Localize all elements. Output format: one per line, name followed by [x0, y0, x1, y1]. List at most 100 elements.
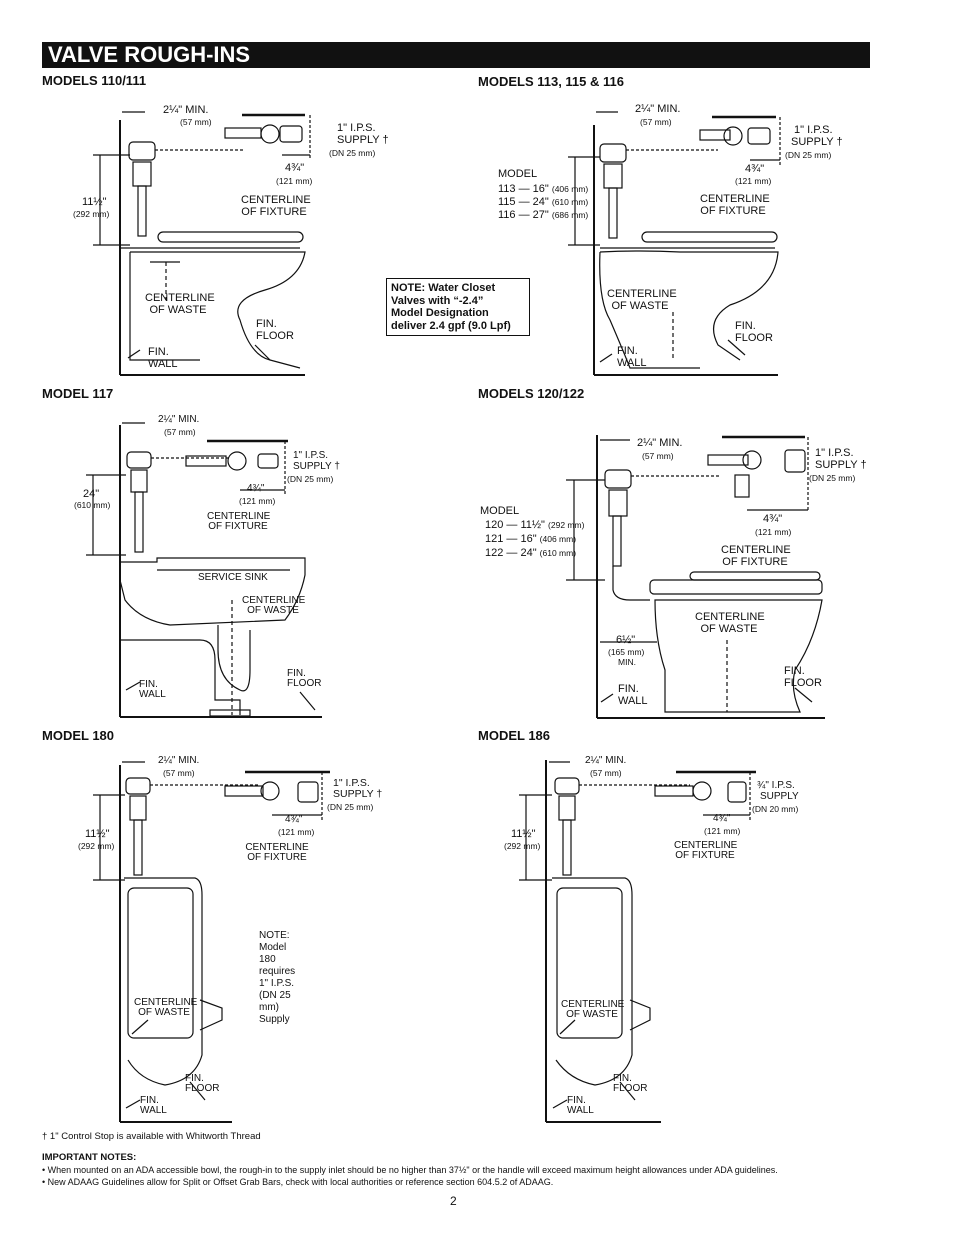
cl-waste-label-2: OF WASTE	[138, 1007, 190, 1018]
height-label: 11½"	[85, 828, 110, 840]
cl-waste-label-2: OF WASTE	[700, 623, 758, 635]
floor-label: FIN.	[735, 320, 756, 332]
note-line: (DN 25 mm) Supply	[259, 990, 291, 1025]
dim-mm: (121 mm)	[239, 496, 276, 506]
dim-label: 4¾"	[745, 163, 765, 175]
model-row-mm: (406 mm)	[539, 534, 577, 544]
floor-label-2: FLOOR	[287, 678, 322, 689]
model-row-mm: (610 mm)	[551, 197, 589, 207]
cl-fixture-label-2: OF FIXTURE	[675, 850, 735, 861]
note-line: NOTE: Model 180	[259, 930, 290, 965]
model-row-mm: (686 mm)	[551, 210, 589, 220]
cl-fixture-label: CENTERLINE	[721, 544, 791, 556]
model-row-mm: (292 mm)	[548, 520, 585, 530]
cl-waste-label: CENTERLINE	[695, 611, 765, 623]
dim-mm: (121 mm)	[704, 826, 741, 836]
cl-fixture-label-2: OF FIXTURE	[208, 521, 268, 532]
supply-label: 1" I.P.S.	[337, 122, 376, 134]
wall-label: FIN.	[140, 1095, 159, 1106]
floor-label-2: FLOOR	[185, 1083, 220, 1094]
panel-title-180: MODEL 180	[42, 728, 115, 743]
min-clearance-mm: (57 mm)	[163, 768, 195, 778]
panel-title-110: MODELS 110/111	[42, 73, 147, 88]
important-note-1: • When mounted on an ADA accessible bowl…	[42, 1165, 778, 1175]
min-clearance-label: 2¼" MIN.	[635, 103, 681, 115]
min-clearance-mm: (57 mm)	[180, 117, 212, 127]
cl-fixture-label-2: OF FIXTURE	[722, 556, 788, 568]
height-mm: (292 mm)	[504, 841, 541, 851]
supply-label-2: SUPPLY	[791, 136, 834, 148]
dagger-mark: †	[334, 461, 340, 472]
supply-label-2: SUPPLY	[333, 788, 374, 800]
panel-title-113: MODELS 113, 115 & 116	[478, 74, 624, 89]
model-row: 120 — 11½"	[485, 519, 545, 531]
note-line: Model Designation	[391, 307, 489, 319]
dim-label: 4¾"	[285, 162, 305, 174]
min-clearance-mm: (57 mm)	[590, 768, 622, 778]
dim-mm: (121 mm)	[276, 176, 313, 186]
important-notes-heading: IMPORTANT NOTES:	[42, 1152, 137, 1163]
dagger-mark: †	[836, 136, 843, 148]
model-row: 122 — 24"	[485, 547, 537, 559]
min-clearance-label: 2¼" MIN.	[158, 414, 200, 425]
height-label: 24"	[83, 488, 100, 500]
panel-title-186: MODEL 186	[478, 728, 551, 743]
dim-mm: (121 mm)	[735, 176, 772, 186]
note-box: NOTE: Water Closet Valves with “-2.4” Mo…	[386, 278, 530, 336]
supply-label: ¾" I.P.S.	[757, 780, 795, 791]
supply-mm: (DN 25 mm)	[785, 150, 832, 160]
note-line: NOTE: Water Closet	[391, 282, 496, 294]
important-note-2: • New ADAAG Guidelines allow for Split o…	[42, 1177, 554, 1187]
supply-label-2: SUPPLY	[337, 134, 380, 146]
panel-title-120: MODELS 120/122	[478, 386, 585, 401]
supply-mm: (DN 25 mm)	[809, 473, 856, 483]
supply-label: 1" I.P.S.	[293, 450, 329, 461]
floor-label: FIN.	[613, 1073, 632, 1084]
offset-label: 6½"	[616, 634, 636, 646]
supply-mm: (DN 25 mm)	[327, 802, 374, 812]
dim-label: 4¾"	[713, 813, 731, 824]
note-line: deliver 2.4 gpf (9.0 Lpf)	[391, 319, 511, 332]
model-row-mm: (406 mm)	[551, 184, 589, 194]
height-mm: (610 mm)	[74, 500, 111, 510]
cl-fixture-label: CENTERLINE	[245, 842, 309, 853]
cl-fixture-label-2: OF FIXTURE	[247, 852, 307, 863]
min-clearance-mm: (57 mm)	[640, 117, 672, 127]
wall-label-2: WALL	[567, 1105, 594, 1116]
wall-label-2: WALL	[139, 689, 166, 700]
height-mm: (292 mm)	[78, 841, 115, 851]
dim-mm: (121 mm)	[755, 527, 792, 537]
page-title: VALVE ROUGH-INS	[42, 42, 870, 68]
floor-label: FIN.	[287, 668, 306, 679]
min-clearance-label: 2¼" MIN.	[637, 437, 683, 449]
cl-waste-label: CENTERLINE	[561, 999, 625, 1010]
wall-label: FIN.	[617, 345, 638, 357]
model-row: 121 — 16"	[485, 533, 537, 545]
note-line: requires 1" I.P.S.	[259, 966, 296, 989]
dim-label: 4¾"	[247, 483, 265, 494]
height-mm: (292 mm)	[73, 209, 110, 219]
cl-waste-label: CENTERLINE	[242, 595, 306, 606]
supply-label-2: SUPPLY	[815, 459, 858, 471]
wall-label: FIN.	[148, 346, 169, 358]
cl-fixture-label: CENTERLINE	[700, 193, 770, 205]
dim-label: 4¾"	[285, 814, 303, 825]
offset-mm: (165 mm)	[608, 647, 645, 657]
wall-label: FIN.	[567, 1095, 586, 1106]
cl-waste-label-2: OF WASTE	[247, 605, 299, 616]
supply-label-2: SUPPLY	[293, 461, 332, 472]
cl-fixture-label: CENTERLINE	[207, 511, 271, 522]
model-row: 116 — 27"	[498, 209, 549, 221]
wall-label: FIN.	[618, 683, 639, 695]
dagger-footnote: † 1" Control Stop is available with Whit…	[42, 1131, 261, 1142]
dim-label: 4¾"	[763, 513, 783, 525]
wall-label-2: WALL	[148, 358, 178, 370]
min-clearance-mm: (57 mm)	[642, 451, 674, 461]
min-clearance-label: 2¼" MIN.	[158, 755, 200, 766]
cl-waste-label-2: OF WASTE	[566, 1009, 618, 1020]
height-label: 11½"	[82, 196, 107, 208]
model-head: MODEL	[480, 505, 520, 517]
